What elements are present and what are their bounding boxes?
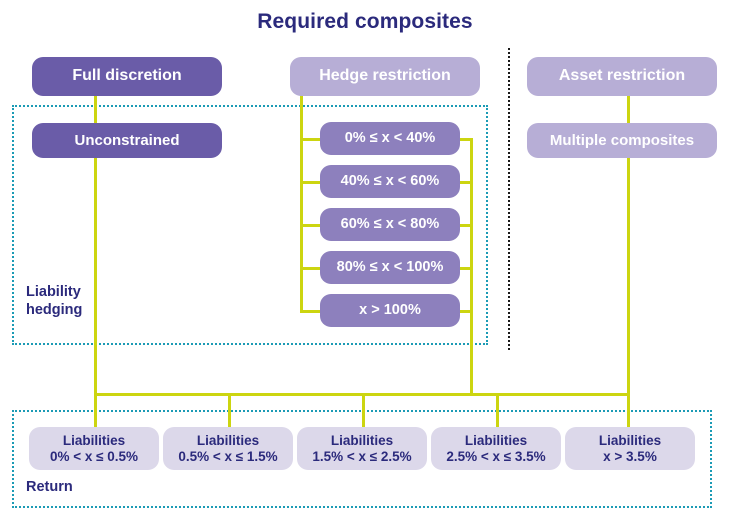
connector-hedge-stub-right-3 <box>458 224 473 227</box>
connector-hedge-restriction-drop <box>300 94 303 134</box>
connector-full-discretion-to-unconstrained <box>94 94 97 126</box>
node-full-discretion[interactable]: Full discretion <box>32 57 222 96</box>
connector-bar-drop-4 <box>496 393 499 431</box>
connector-hedge-stub-left-3 <box>300 224 322 227</box>
node-unconstrained[interactable]: Unconstrained <box>32 123 222 158</box>
node-liability-bucket-4-title: Liabilities <box>464 432 528 448</box>
node-liability-bucket-5[interactable]: Liabilities x > 3.5% <box>565 427 695 470</box>
connector-hedge-stub-left-5 <box>300 310 322 313</box>
node-liability-bucket-5-title: Liabilities <box>598 432 662 448</box>
connector-asset-restriction-to-multiple-composites <box>627 94 630 126</box>
node-hedge-range-5[interactable]: x > 100% <box>320 294 460 327</box>
connector-multiple-composites-to-bar <box>627 156 630 396</box>
node-hedge-range-5-label: x > 100% <box>359 301 421 318</box>
node-liability-bucket-1-range: 0% < x ≤ 0.5% <box>49 448 139 464</box>
connector-bar-drop-2 <box>228 393 231 431</box>
connector-hedge-stub-left-4 <box>300 267 322 270</box>
connector-hedge-left-spine <box>300 134 303 312</box>
node-asset-restriction-label: Asset restriction <box>558 67 686 85</box>
node-liability-bucket-5-range: x > 3.5% <box>603 448 657 464</box>
node-hedge-range-1-label: 0% ≤ x < 40% <box>344 129 436 146</box>
node-liability-bucket-1[interactable]: Liabilities 0% < x ≤ 0.5% <box>29 427 159 470</box>
node-liability-bucket-3-title: Liabilities <box>330 432 394 448</box>
connector-hedge-stub-right-5 <box>458 310 473 313</box>
connector-hedge-stub-right-4 <box>458 267 473 270</box>
node-unconstrained-label: Unconstrained <box>74 131 180 149</box>
node-multiple-composites-label: Multiple composites <box>549 131 695 149</box>
node-liability-bucket-2-title: Liabilities <box>196 432 260 448</box>
region-label-return: Return <box>26 479 73 495</box>
connector-hedge-stub-left-2 <box>300 181 322 184</box>
node-hedge-range-2-label: 40% ≤ x < 60% <box>340 172 440 189</box>
node-hedge-range-2[interactable]: 40% ≤ x < 60% <box>320 165 460 198</box>
connector-unconstrained-to-bar <box>94 156 97 396</box>
connector-hedge-collector-spine <box>470 138 473 396</box>
region-liability-hedging <box>12 105 488 345</box>
connector-hedge-stub-right-1 <box>458 138 473 141</box>
node-hedge-range-4[interactable]: 80% ≤ x < 100% <box>320 251 460 284</box>
node-liability-bucket-3-range: 1.5% < x ≤ 2.5% <box>312 448 412 464</box>
column-separator <box>508 48 510 350</box>
node-hedge-range-3[interactable]: 60% ≤ x < 80% <box>320 208 460 241</box>
node-full-discretion-label: Full discretion <box>72 67 182 85</box>
node-asset-restriction[interactable]: Asset restriction <box>527 57 717 96</box>
connector-bar-drop-5 <box>627 393 630 431</box>
connector-hedge-stub-left-1 <box>300 138 322 141</box>
node-liability-bucket-4-range: 2.5% < x ≤ 3.5% <box>446 448 546 464</box>
node-liability-bucket-2[interactable]: Liabilities 0.5% < x ≤ 1.5% <box>163 427 293 470</box>
connector-bar-drop-1 <box>94 393 97 431</box>
connector-hedge-stub-right-2 <box>458 181 473 184</box>
node-liability-bucket-3[interactable]: Liabilities 1.5% < x ≤ 2.5% <box>297 427 427 470</box>
node-hedge-range-1[interactable]: 0% ≤ x < 40% <box>320 122 460 155</box>
node-liability-bucket-4[interactable]: Liabilities 2.5% < x ≤ 3.5% <box>431 427 561 470</box>
node-liability-bucket-2-range: 0.5% < x ≤ 1.5% <box>178 448 278 464</box>
connector-bar-drop-3 <box>362 393 365 431</box>
region-label-liability-hedging: Liability hedging <box>26 284 83 319</box>
node-hedge-range-3-label: 60% ≤ x < 80% <box>340 215 440 232</box>
node-hedge-restriction[interactable]: Hedge restriction <box>290 57 480 96</box>
page-title: Required composites <box>257 10 473 33</box>
node-hedge-range-4-label: 80% ≤ x < 100% <box>336 258 444 275</box>
node-liability-bucket-1-title: Liabilities <box>62 432 126 448</box>
node-hedge-restriction-label: Hedge restriction <box>319 67 451 85</box>
node-multiple-composites[interactable]: Multiple composites <box>527 123 717 158</box>
